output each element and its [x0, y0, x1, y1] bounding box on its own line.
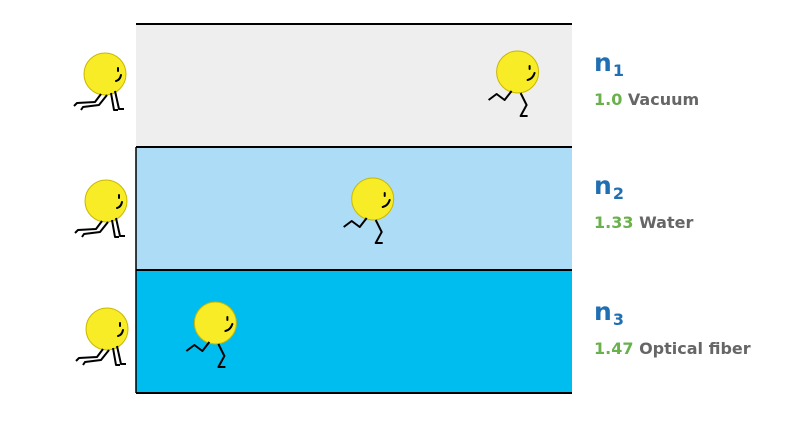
symbol-letter: n: [594, 48, 612, 77]
running-figure-2: [343, 177, 395, 244]
medium-label-1: n1 1.0 Vacuum: [594, 50, 799, 110]
leg-icon: [488, 90, 513, 101]
medium-info: 1.33 Water: [594, 213, 799, 233]
arm-icon: [110, 92, 118, 111]
arm-icon: [112, 347, 120, 366]
medium-band-1: [136, 24, 572, 147]
leg-icon: [374, 219, 383, 244]
arm-icon: [115, 217, 125, 237]
leg-icon: [80, 94, 108, 111]
face-icon: [193, 301, 237, 345]
face-icon: [83, 52, 127, 96]
smile-icon: [115, 74, 122, 82]
face-icon: [85, 307, 129, 351]
material-name: Optical fiber: [639, 339, 751, 358]
leg-icon: [519, 92, 528, 117]
smile-icon: [526, 72, 536, 81]
smile-icon: [381, 199, 391, 208]
refractive-index-value: 1.47: [594, 339, 634, 358]
waiting-figure-3: [75, 307, 129, 366]
leg-icon: [75, 348, 104, 362]
face-icon: [351, 177, 395, 221]
running-figure-3: [185, 301, 237, 368]
smile-icon: [224, 323, 234, 332]
leg-icon: [217, 343, 226, 368]
smile-icon: [116, 201, 123, 209]
index-symbol: n3: [594, 299, 799, 333]
symbol-subscript: 3: [612, 310, 624, 329]
index-symbol: n2: [594, 173, 799, 207]
medium-info: 1.0 Vacuum: [594, 90, 799, 110]
refractive-index-value: 1.0: [594, 90, 623, 109]
running-figure-1: [488, 50, 540, 117]
leg-icon: [81, 221, 109, 238]
waiting-figure-2: [74, 179, 128, 238]
arm-icon: [116, 345, 126, 365]
medium-info: 1.47 Optical fiber: [594, 339, 799, 359]
face-icon: [84, 179, 128, 223]
symbol-letter: n: [594, 171, 612, 200]
medium-label-3: n3 1.47 Optical fiber: [594, 299, 799, 359]
leg-icon: [74, 220, 103, 234]
index-symbol: n1: [594, 50, 799, 84]
symbol-subscript: 1: [612, 61, 624, 80]
medium-label-2: n2 1.33 Water: [594, 173, 799, 233]
material-name: Water: [639, 213, 694, 232]
smile-icon: [117, 329, 124, 337]
leg-icon: [73, 93, 102, 107]
leg-icon: [82, 349, 110, 366]
symbol-letter: n: [594, 297, 612, 326]
symbol-subscript: 2: [612, 184, 624, 203]
arm-icon: [114, 90, 124, 110]
material-name: Vacuum: [627, 90, 700, 109]
face-icon: [496, 50, 540, 94]
waiting-figure-1: [73, 52, 127, 111]
leg-icon: [185, 341, 211, 352]
arm-icon: [111, 219, 119, 238]
refractive-index-value: 1.33: [594, 213, 634, 232]
leg-icon: [343, 217, 368, 228]
